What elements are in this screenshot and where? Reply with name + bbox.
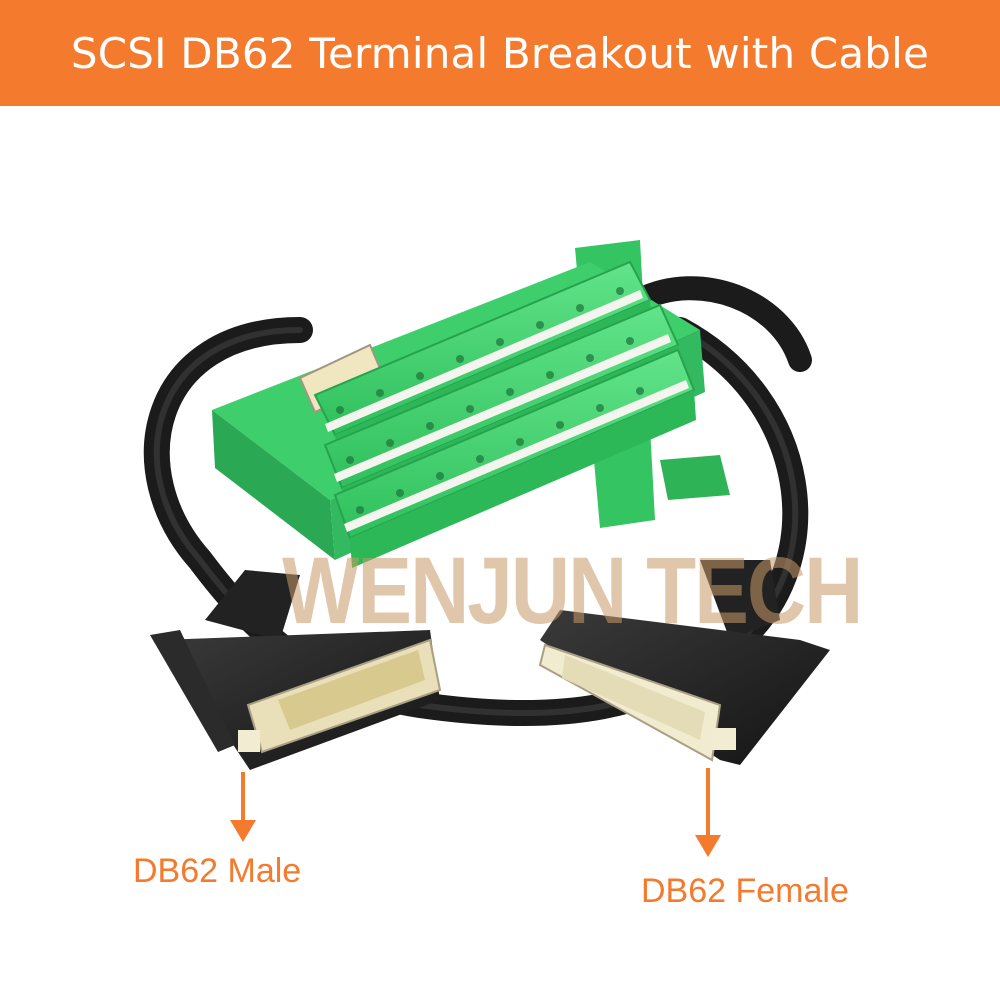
male-arrow-icon: [230, 772, 256, 842]
page-title: SCSI DB62 Terminal Breakout with Cable: [70, 28, 930, 78]
title-banner: SCSI DB62 Terminal Breakout with Cable: [0, 0, 1000, 106]
terminal-breakout-board: [212, 240, 730, 568]
male-connector-label: DB62 Male: [133, 852, 302, 890]
female-arrow-icon: [695, 768, 721, 857]
db62-male-connector: [150, 570, 442, 770]
db62-female-connector: [538, 560, 830, 765]
watermark: WENJUN TECH: [282, 539, 863, 644]
female-connector-label: DB62 Female: [641, 872, 849, 910]
